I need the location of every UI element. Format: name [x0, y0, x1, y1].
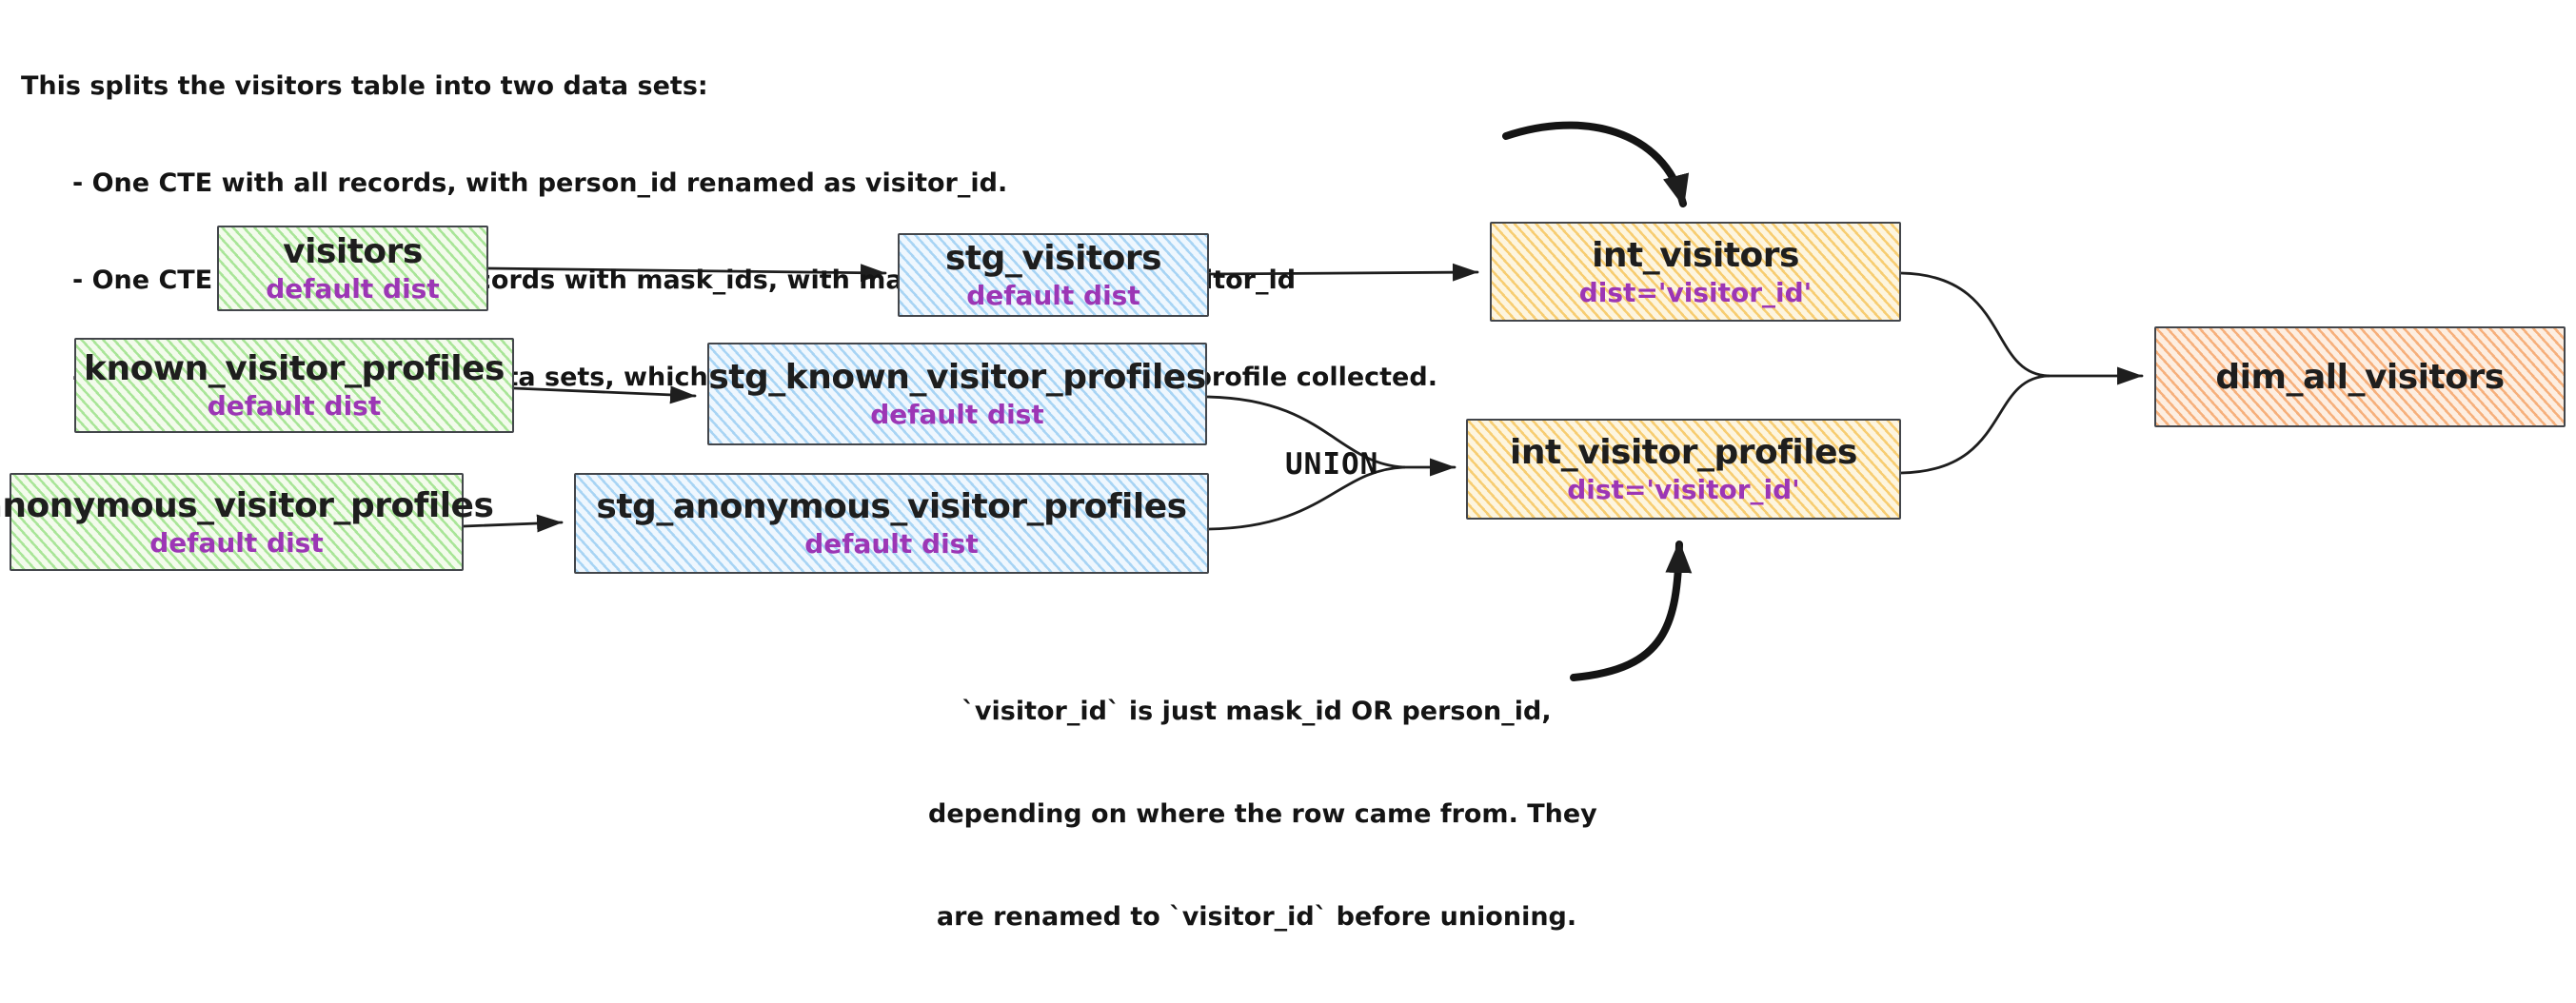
connector-anonymous-to-stg-anonymous: [462, 514, 564, 533]
top-note-bullet-1: - One CTE with all records, with person_…: [72, 168, 1008, 198]
connector-int-visitor-profiles-to-merge: [1899, 374, 2051, 475]
node-stg-known-visitor-profiles: stg_known_visitor_profiles default dist: [707, 343, 1207, 445]
bottom-note-arrow: [1570, 541, 1693, 681]
node-int-visitors-dist: dist='visitor_id': [1578, 276, 1813, 308]
node-stg-anonymous-visitor-profiles: stg_anonymous_visitor_profiles default d…: [574, 473, 1209, 574]
connector-visitors-to-stg-visitors: [486, 264, 887, 283]
node-known-visitor-profiles-title: known_visitor_profiles: [84, 349, 505, 388]
bottom-note-line-2: depending on where the row came from. Th…: [928, 799, 1597, 829]
node-known-visitor-profiles: known_visitor_profiles default dist: [74, 338, 514, 433]
union-edge-label: UNION: [1285, 447, 1379, 482]
node-anonymous-visitor-profiles-title: anonymous_visitor_profiles: [0, 485, 494, 525]
node-visitors: visitors default dist: [217, 226, 488, 311]
connector-stg-visitors-to-int-visitors: [1207, 263, 1479, 282]
node-int-visitors: int_visitors dist='visitor_id': [1490, 222, 1901, 322]
node-stg-anonymous-visitor-profiles-title: stg_anonymous_visitor_profiles: [596, 487, 1187, 526]
connector-int-visitors-to-merge: [1899, 271, 2051, 378]
node-stg-visitors-dist: default dist: [966, 280, 1140, 311]
diagram-canvas: This splits the visitors table into two …: [0, 71, 2566, 932]
node-visitors-title: visitors: [283, 232, 423, 271]
node-known-visitor-profiles-dist: default dist: [207, 390, 382, 422]
top-note-intro: This splits the visitors table into two …: [21, 71, 708, 101]
bottom-note-line-1: `visitor_id` is just mask_id OR person_i…: [961, 697, 1552, 726]
connector-stg-anonymous-to-union: [1207, 465, 1406, 531]
connector-layer: [462, 121, 2144, 681]
connector-stg-known-to-union: [1205, 395, 1406, 469]
node-stg-known-visitor-profiles-dist: default dist: [870, 399, 1044, 430]
bottom-note: `visitor_id` is just mask_id OR person_i…: [928, 626, 1597, 1003]
node-int-visitor-profiles-title: int_visitor_profiles: [1510, 433, 1857, 472]
node-dim-all-visitors: dim_all_visitors: [2154, 326, 2566, 427]
node-visitors-dist: default dist: [266, 273, 440, 305]
node-stg-known-visitor-profiles-title: stg_known_visitor_profiles: [708, 358, 1206, 397]
node-int-visitor-profiles-dist: dist='visitor_id': [1567, 474, 1800, 505]
node-anonymous-visitor-profiles: anonymous_visitor_profiles default dist: [0, 473, 494, 571]
node-anonymous-visitor-profiles-dist: default dist: [149, 526, 324, 559]
node-stg-visitors-title: stg_visitors: [944, 239, 1162, 278]
node-stg-anonymous-visitor-profiles-dist: default dist: [804, 528, 979, 560]
top-note-arrow: [1502, 121, 1690, 207]
connector-known-to-stg-known: [512, 385, 697, 404]
node-int-visitor-profiles: int_visitor_profiles dist='visitor_id': [1466, 419, 1901, 520]
bottom-note-line-3: are renamed to `visitor_id` before union…: [936, 902, 1577, 932]
node-dim-all-visitors-title: dim_all_visitors: [2215, 357, 2505, 397]
node-stg-visitors: stg_visitors default dist: [898, 233, 1209, 317]
node-int-visitors-title: int_visitors: [1592, 235, 1799, 275]
